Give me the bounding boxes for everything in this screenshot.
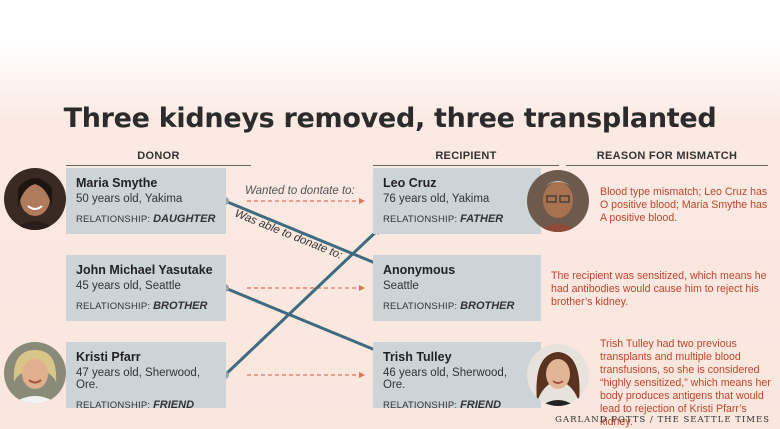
donor-name: Maria Smythe	[76, 176, 158, 190]
maria-photo	[4, 168, 66, 230]
page-title: Three kidneys removed, three transplante…	[63, 103, 717, 134]
recipient-relationship: RELATIONSHIP: FATHER	[383, 213, 504, 225]
reason-header: REASON FOR MISMATCH	[566, 150, 768, 166]
leo-photo	[527, 170, 589, 232]
recipient-detail: Seattle	[383, 280, 419, 292]
arrow-kristi-leo	[223, 226, 382, 377]
donor-detail: 45 years old, Seattle	[76, 280, 181, 292]
recipient-relationship: RELATIONSHIP: BROTHER	[383, 300, 515, 312]
recipient-detail: 46 years old, Sherwood, Ore.	[383, 367, 508, 391]
photo-credit: GARLAND POTTS / THE SEATTLE TIMES	[555, 415, 770, 425]
donor-card-maria: Maria Smythe 50 years old, Yakima RELATI…	[66, 168, 226, 234]
kristi-photo	[4, 342, 66, 404]
recipient-name: Leo Cruz	[383, 176, 437, 190]
recipient-card-anonymous: Anonymous Seattle RELATIONSHIP: BROTHER	[373, 255, 541, 321]
donor-relationship: RELATIONSHIP: DAUGHTER	[76, 213, 216, 225]
donor-detail: 47 years old, Sherwood, Ore.	[76, 367, 201, 391]
reason-anonymous: The recipient was sensitized, which mean…	[551, 270, 767, 308]
donor-header: DONOR	[66, 150, 251, 166]
donor-card-john: John Michael Yasutake 45 years old, Seat…	[66, 255, 226, 321]
recipient-relationship: RELATIONSHIP: FRIEND	[383, 399, 502, 411]
recipient-header: RECIPIENT	[373, 150, 559, 166]
reason-trish: Trish Tulley had two previous transplant…	[600, 338, 771, 428]
recipient-card-trish: Trish Tulley 46 years old, Sherwood, Ore…	[373, 342, 541, 411]
donor-relationship: RELATIONSHIP: BROTHER	[76, 300, 208, 312]
recipient-detail: 76 years old, Yakima	[383, 193, 490, 205]
able-label: Was able to donate to:	[233, 208, 344, 262]
reason-leo: Blood type mismatch; Leo Cruz has O posi…	[600, 186, 768, 224]
recipient-name: Anonymous	[383, 263, 456, 277]
donor-name: John Michael Yasutake	[76, 263, 213, 277]
donor-detail: 50 years old, Yakima	[76, 193, 183, 205]
arrow-john-trish	[224, 286, 382, 354]
trish-photo	[527, 344, 589, 406]
donor-relationship: RELATIONSHIP: FRIEND	[76, 399, 195, 411]
donor-name: Kristi Pfarr	[76, 350, 141, 364]
wanted-label: Wanted to dontate to:	[245, 185, 355, 197]
recipient-name: Trish Tulley	[383, 350, 452, 364]
donor-card-kristi: Kristi Pfarr 47 years old, Sherwood, Ore…	[66, 342, 226, 411]
recipient-card-leo: Leo Cruz 76 years old, Yakima RELATIONSH…	[373, 168, 541, 234]
